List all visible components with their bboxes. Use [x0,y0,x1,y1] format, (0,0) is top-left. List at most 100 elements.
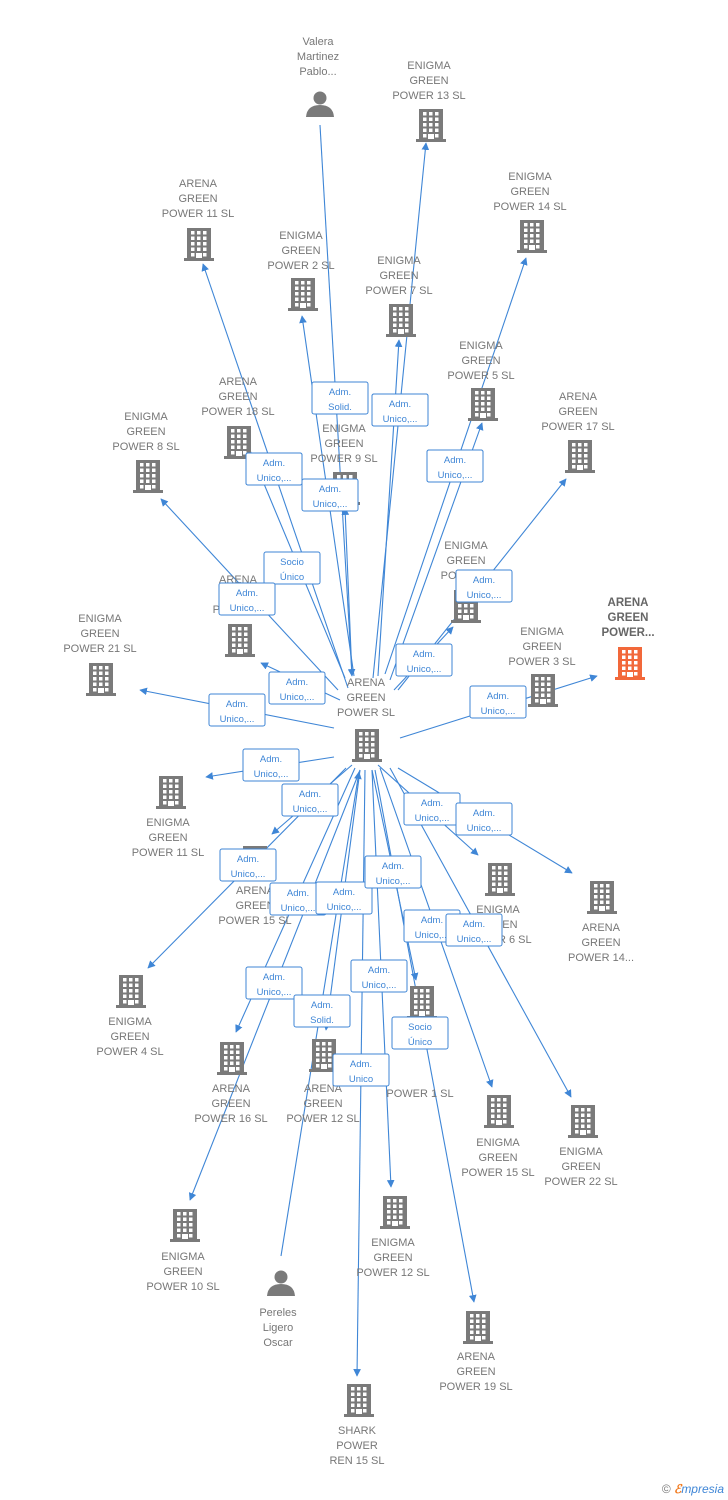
edge-label-e21[interactable]: Adm.Unico,... [208,693,266,727]
edge-label-a12[interactable]: Adm.Unico,... [315,881,373,915]
node-label-e4-line-2: GREEN [110,1031,149,1043]
edge-e9 [341,507,353,677]
edge-label-text-e21-2: Unico,... [220,714,255,725]
edge-label-aa[interactable]: Adm.Unico,... [268,671,326,705]
edge-label-text-a12-2: Unico,... [327,902,362,913]
building-icon-center[interactable] [352,729,382,762]
edge-label-e22[interactable]: Adm.Unico,... [445,913,503,947]
copyright-symbol: © [661,1482,671,1496]
edge-label-text-aa-2: Unico,... [280,692,315,703]
edge-label-a16[interactable]: Adm.Unico,... [269,882,327,916]
building-icon-e3[interactable] [528,674,558,707]
edge-label-a14[interactable]: Adm.Unico,... [455,802,513,836]
node-label-a17-line-1: ARENA [559,391,598,403]
edge-label-text-e22-2: Unico,... [457,934,492,945]
building-icon-e15[interactable] [484,1095,514,1128]
node-label-e2-line-3: POWER 2 SL [267,260,334,272]
edge-label-text-e9-2: Unico,... [313,499,348,510]
node-label-e22-line-2: GREEN [561,1161,600,1173]
edge-label-text-a18-1: Adm. [263,458,285,469]
edge-label-e7[interactable]: Adm.Unico,... [371,393,429,427]
node-label-a11-line-2: GREEN [178,193,217,205]
node-label-e21-line-2: GREEN [80,628,119,640]
building-icon-e22[interactable] [568,1105,598,1138]
building-icon-e11[interactable] [156,776,186,809]
edge-label-e8[interactable]: Adm.Unico,... [218,582,276,616]
edge-label-e9[interactable]: Adm.Unico,... [301,478,359,512]
building-icon-agp[interactable] [615,647,645,680]
building-icon-a14[interactable] [587,881,617,914]
building-icon-shark[interactable] [344,1384,374,1417]
building-icon-e14[interactable] [517,220,547,253]
edge-label-text-ep1-2: Unico,... [376,876,411,887]
building-icon-e4[interactable] [116,975,146,1008]
edge-label-text-e2-1: Socio [280,557,304,568]
node-label-a19-line-2: GREEN [456,1366,495,1378]
building-icon-a17[interactable] [565,440,595,473]
edge-label-e6[interactable]: Adm.Unico,... [403,792,461,826]
edge-label-pereles[interactable]: Adm.Solid. [293,994,351,1028]
node-label-e22-line-1: ENIGMA [559,1146,603,1158]
edge-label-valera[interactable]: Adm.Solid. [311,381,369,415]
edge-label-shark[interactable]: Adm.Unico [332,1053,390,1087]
node-label-e21-line-1: ENIGMA [78,613,122,625]
edge-label-text-e5-2: Unico,... [438,470,473,481]
building-icon-a11[interactable] [184,228,214,261]
building-icon-a12[interactable] [309,1039,339,1072]
node-label-a14-line-1: ARENA [582,922,621,934]
edge-label-e5[interactable]: Adm. Unico,... [426,449,484,483]
edge-label-a18[interactable]: Adm.Unico,... [245,452,303,486]
node-label-e14-line-2: GREEN [510,186,549,198]
edge-label-ep1[interactable]: Adm. Unico,... [364,855,422,889]
node-label-e9-line-2: GREEN [324,438,363,450]
node-label-a18-line-2: GREEN [218,391,257,403]
edge-labels-layer: Adm.Solid.Adm.Unico,...Adm.Unico,...Adm.… [208,381,527,1087]
building-icon-e10[interactable] [170,1209,200,1242]
node-label-center-line-1: ARENA [347,677,386,689]
building-icon-e2[interactable] [288,278,318,311]
node-label-a15-line-1: ARENA [236,885,275,897]
edge-label-text-e4-2: Unico,... [231,869,266,880]
node-label-e11-line-1: ENIGMA [146,817,190,829]
edge-label-e10[interactable]: Adm.Unico,... [245,966,303,1000]
building-icon-a19[interactable] [463,1311,493,1344]
edge-label-text-a15-1: Adm. [299,789,321,800]
node-label-pereles-line-2: Ligero [263,1322,294,1334]
node-label-e12-line-2: GREEN [373,1252,412,1264]
edge-label-e11[interactable]: Adm.Unico,... [242,748,300,782]
building-icon-e13[interactable] [416,109,446,142]
building-icon-e12[interactable] [380,1196,410,1229]
building-icon-e7[interactable] [386,304,416,337]
node-label-ep1-line-3: POWER 1 SL [386,1088,453,1100]
person-icon-pereles[interactable] [267,1270,295,1297]
node-label-shark-line-3: REN 15 SL [329,1455,384,1467]
edge-label-a19[interactable]: Adm.Unico,... [350,959,408,993]
edge-label-text-ep1-1: Adm. [382,861,404,872]
edge-label-text-e4-1: Adm. [237,854,259,865]
building-icon-e8[interactable] [133,460,163,493]
node-label-a18-line-3: POWER 18 SL [201,406,274,418]
building-icon-e21[interactable] [86,663,116,696]
node-label-a16-line-3: POWER 16 SL [194,1113,267,1125]
building-icon-ep1[interactable] [407,986,437,1019]
edge-label-ea[interactable]: Adm.Unico,... [395,643,453,677]
building-icon-e5[interactable] [468,388,498,421]
edge-label-text-valera-1: Adm. [329,387,351,398]
edge-label-text-shark-2: Unico [349,1074,373,1085]
building-icon-aa[interactable] [225,624,255,657]
node-label-valera-line-3: Pablo... [299,66,336,78]
node-label-e14-line-3: POWER 14 SL [493,201,566,213]
edge-label-e4[interactable]: Adm. Unico,... [219,848,277,882]
node-label-a15-line-2: GREEN [235,900,274,912]
edge-label-text-e5-1: Adm. [444,455,466,466]
building-icon-e6[interactable] [485,863,515,896]
edge-label-a15[interactable]: Adm.Unico,... [281,783,339,817]
node-label-e9-line-1: ENIGMA [322,423,366,435]
edge-label-text-e12-2: Único [408,1037,432,1048]
person-icon-valera[interactable] [306,91,334,118]
edge-label-agp[interactable]: Adm.Unico,... [469,685,527,719]
edge-label-a17[interactable]: Adm.Unico,... [455,569,513,603]
building-icon-a16[interactable] [217,1042,247,1075]
